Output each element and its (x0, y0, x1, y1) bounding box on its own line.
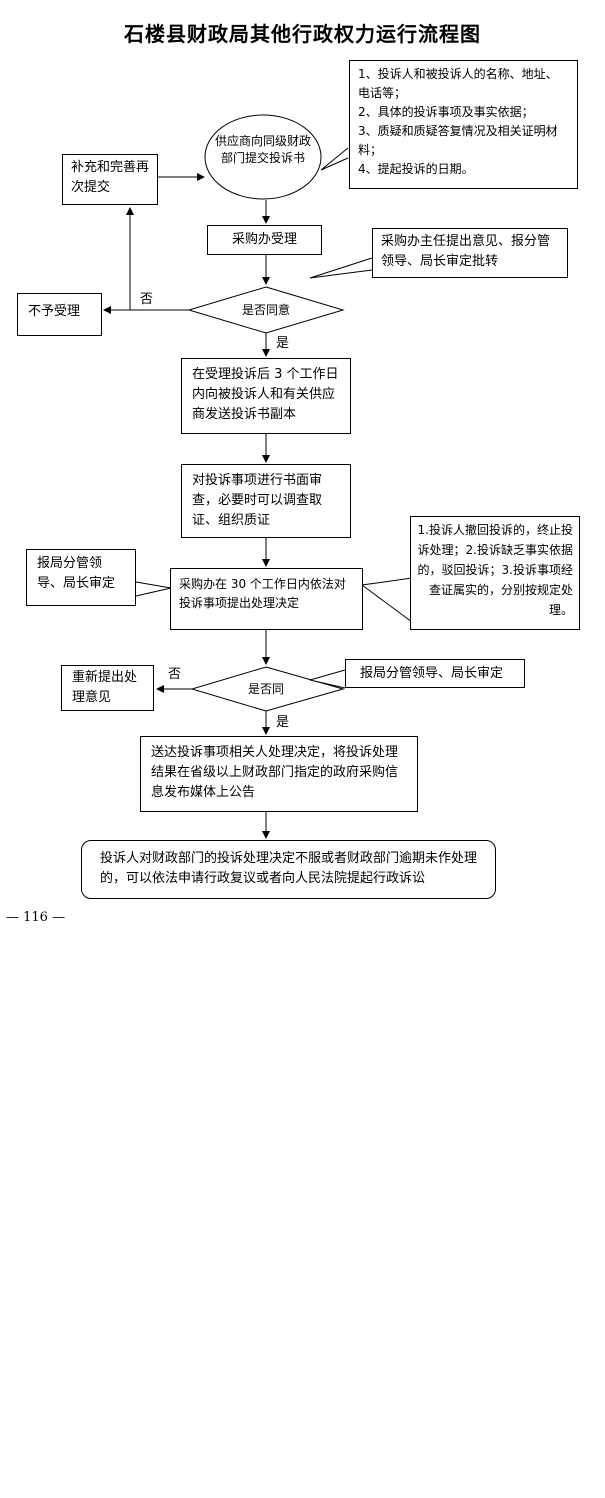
note-approve-pointer (309, 257, 373, 279)
reject-box: 不予受理 (17, 293, 102, 336)
supplement-box: 补充和完善再次提交 (62, 154, 158, 205)
resubmit-box: 重新提出处理意见 (61, 665, 154, 711)
note-report2-pointer (309, 669, 346, 689)
note-report2-box: 报局分管领导、局长审定 (345, 659, 525, 688)
start-ellipse (204, 114, 322, 200)
note-items-pointer (320, 147, 349, 171)
note-report1-box: 报局分管领导、局长审定 (26, 549, 136, 606)
page-number: — 116 — (6, 910, 66, 925)
accept-box: 采购办受理 (207, 225, 322, 255)
decision2-text: 是否同 (247, 682, 284, 696)
page-title: 石楼县财政局其他行政权力运行流程图 (124, 22, 481, 46)
flow-connectors (103, 114, 413, 839)
start-node-text: 供应商向同级财政部门提交投诉书 (214, 134, 311, 165)
final-box: 投诉人对财政部门的投诉处理决定不服或者财政部门逾期未作处理的，可以依法申请行政复… (81, 840, 496, 899)
decision1-text: 是否同意 (241, 303, 290, 317)
note-items-box: 1、投诉人和被投诉人的名称、地址、电话等； 2、具体的投诉事项及事实依据； 3、… (349, 60, 578, 189)
note-handle-pointer (360, 577, 413, 623)
no-label-2: 否 (168, 667, 182, 682)
note-item: 3、质疑和质疑答复情况及相关证明材料； (358, 124, 558, 157)
step-copy-box: 在受理投诉后 3 个工作日内向被投诉人和有关供应商发送投诉书副本 (181, 358, 351, 434)
step-decide-box: 采购办在 30 个工作日内依法对投诉事项提出处理决定 (170, 568, 363, 630)
no-label: 否 (140, 292, 154, 307)
yes-label: 是 (276, 336, 290, 351)
note-item: 1、投诉人和被投诉人的名称、地址、电话等； (358, 67, 558, 100)
note-item: 4、提起投诉的日期。 (358, 162, 474, 176)
note-item: 2、具体的投诉事项及事实依据； (358, 105, 534, 119)
note-report1-pointer (135, 581, 172, 597)
step-review-box: 对投诉事项进行书面审查，必要时可以调查取证、组织质证 (181, 464, 351, 538)
note-handle-box: 1.投诉人撤回投诉的，终止投诉处理；2.投诉缺乏事实依据的，驳回投诉；3.投诉事… (410, 516, 580, 630)
step-notify-box: 送达投诉事项相关人处理决定，将投诉处理结果在省级以上财政部门指定的政府采购信息发… (140, 736, 418, 812)
yes-label-2: 是 (276, 715, 290, 730)
note-approve-box: 采购办主任提出意见、报分管领导、局长审定批转 (372, 228, 568, 278)
